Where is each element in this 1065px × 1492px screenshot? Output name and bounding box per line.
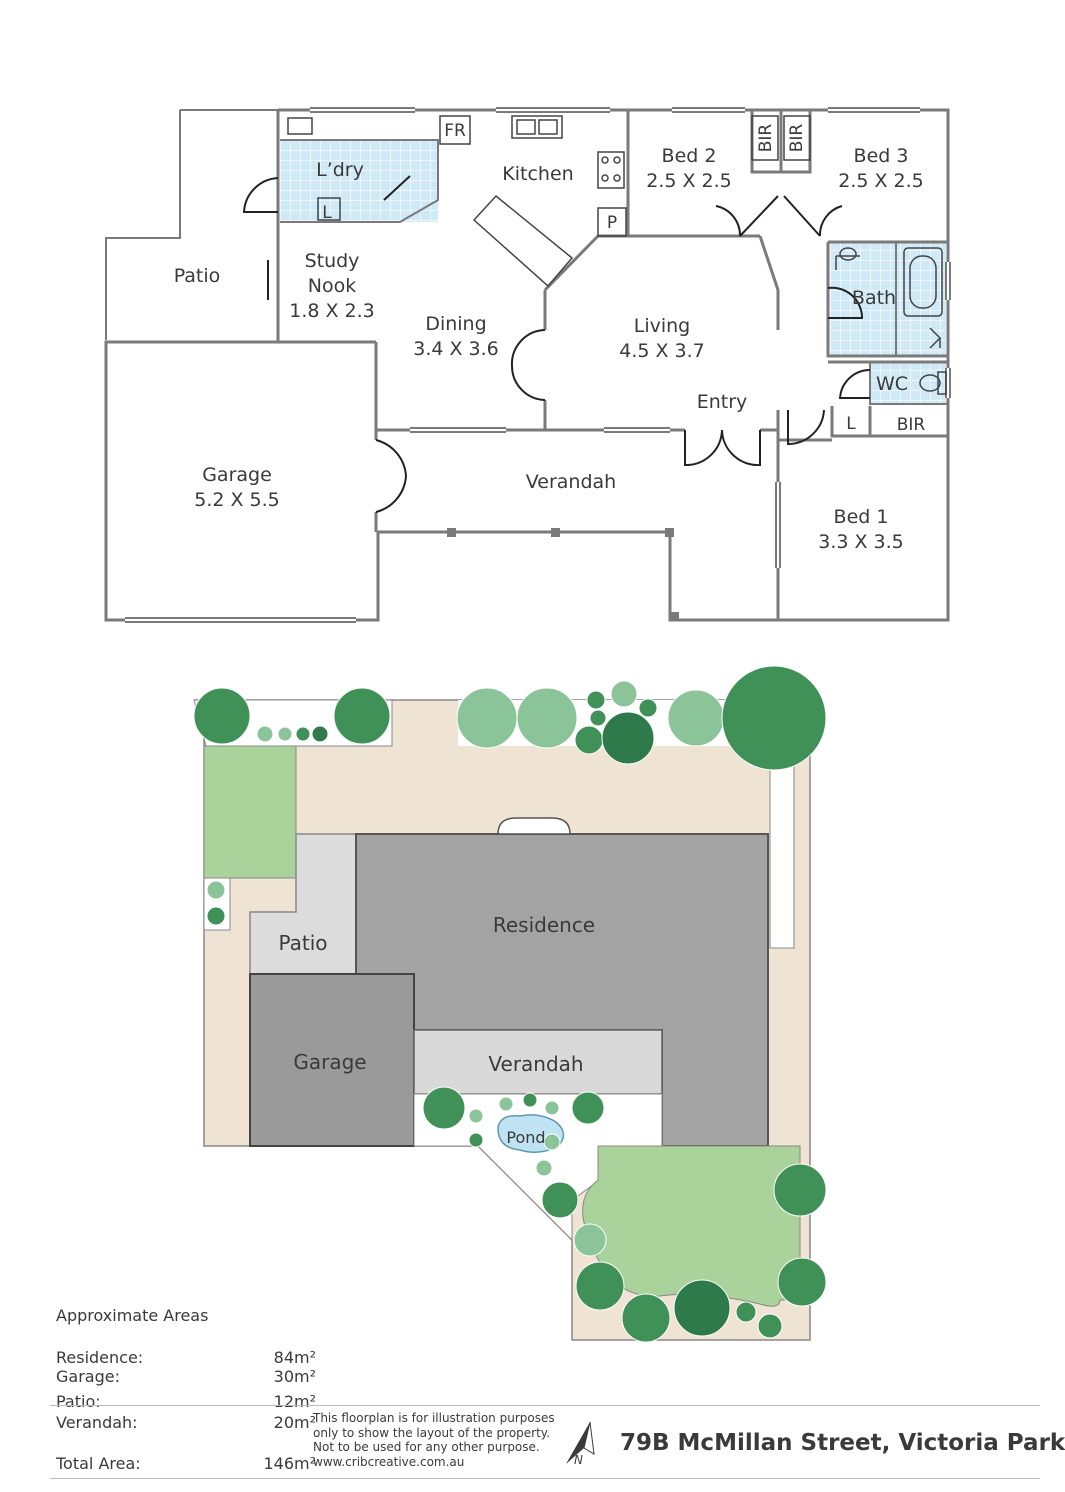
room-label-study: Study xyxy=(305,250,360,272)
trees xyxy=(193,665,827,1343)
room-label-bir-bed2: BIR xyxy=(756,124,776,153)
site-label-garage: Garage xyxy=(293,1050,366,1074)
room-size-study: 1.8 X 2.3 xyxy=(289,300,375,322)
room-label-bed1: Bed 1 xyxy=(834,506,889,528)
area-value: 84m² xyxy=(273,1348,316,1367)
room-label-wc: WC xyxy=(876,373,908,395)
room-label-garage: Garage xyxy=(202,464,272,486)
areas-heading: Approximate Areas xyxy=(56,1306,209,1325)
room-label-patio: Patio xyxy=(174,265,221,287)
room-label-dining: Dining xyxy=(425,313,486,335)
floor-plan: Patio L’dry FR Kitchen P Study Nook 1.8 … xyxy=(104,107,951,623)
area-row-total: Total Area: 146m² xyxy=(56,1453,316,1474)
site-label-pond: Pond xyxy=(506,1128,545,1147)
footer-divider xyxy=(50,1405,1040,1406)
area-row-residence: Residence: 84m² xyxy=(56,1347,316,1368)
area-value: 30m² xyxy=(273,1367,316,1386)
room-label-bir-bed3: BIR xyxy=(787,124,807,153)
approximate-areas: Approximate Areas Residence: 84m² Garage… xyxy=(56,1306,316,1474)
disclaimer-line: This floorplan is for illustration purpo… xyxy=(313,1411,555,1425)
website-link[interactable]: www.cribcreative.com.au xyxy=(313,1454,465,1469)
room-label-linen: L xyxy=(846,414,856,434)
north-arrow-icon: N xyxy=(566,1421,595,1467)
room-label-bed3: Bed 3 xyxy=(854,145,909,167)
area-total-label: Total Area: xyxy=(56,1454,141,1473)
area-label: Residence: xyxy=(56,1348,144,1367)
room-labels: Patio L’dry FR Kitchen P Study Nook 1.8 … xyxy=(174,121,926,553)
laundry-tiles xyxy=(280,140,438,222)
room-size-dining: 3.4 X 3.6 xyxy=(413,338,499,360)
room-label-bed2: Bed 2 xyxy=(662,145,717,167)
property-address: 79B McMillan Street, Victoria Park xyxy=(620,1430,1065,1456)
room-label-kitchen: Kitchen xyxy=(502,163,573,185)
area-row-patio: Patio: 12m² xyxy=(56,1391,316,1412)
room-label-bath: Bath xyxy=(852,287,896,309)
area-label: Garage: xyxy=(56,1367,120,1386)
area-row-garage: Garage: 30m² xyxy=(56,1368,316,1386)
area-row-verandah: Verandah: 20m² xyxy=(56,1412,316,1433)
room-label-pantry: P xyxy=(607,213,617,233)
room-size-garage: 5.2 X 5.5 xyxy=(194,489,280,511)
site-plan: Residence Patio Garage Verandah Pond xyxy=(193,665,827,1343)
room-label-verandah: Verandah xyxy=(526,471,616,493)
room-size-living: 4.5 X 3.7 xyxy=(619,340,705,362)
lawn-front xyxy=(582,1145,801,1307)
north-label: N xyxy=(574,1453,583,1467)
site-label-residence: Residence xyxy=(493,913,595,937)
area-value: 12m² xyxy=(273,1392,316,1411)
room-label-bir-bed1: BIR xyxy=(897,415,926,435)
area-total-value: 146m² xyxy=(263,1454,316,1473)
verandah-posts xyxy=(447,528,679,621)
area-value: 20m² xyxy=(273,1413,316,1432)
room-label-fridge: FR xyxy=(444,121,466,141)
room-label-laundry: L’dry xyxy=(316,159,364,181)
disclaimer: This floorplan is for illustration purpo… xyxy=(313,1411,563,1469)
room-size-bed2: 2.5 X 2.5 xyxy=(646,170,732,192)
footer-divider-bottom xyxy=(50,1478,1040,1479)
room-label-nook: Nook xyxy=(308,275,356,297)
site-label-patio: Patio xyxy=(278,931,327,955)
doors xyxy=(242,175,871,513)
site-label-verandah: Verandah xyxy=(488,1052,583,1076)
area-label: Verandah: xyxy=(56,1413,138,1432)
room-label-living: Living xyxy=(634,315,691,337)
fixtures xyxy=(287,115,947,395)
area-label: Patio: xyxy=(56,1392,101,1411)
room-label-laundry-linen: L xyxy=(322,203,332,223)
wc-tiles xyxy=(870,362,946,404)
room-size-bed1: 3.3 X 3.5 xyxy=(818,531,904,553)
disclaimer-line: Not to be used for any other purpose. xyxy=(313,1440,540,1454)
bath-tiles xyxy=(830,242,946,356)
disclaimer-line: only to show the layout of the property. xyxy=(313,1425,551,1440)
lawn-left xyxy=(203,745,297,879)
room-label-entry: Entry xyxy=(697,391,748,413)
room-size-bed3: 2.5 X 2.5 xyxy=(838,170,924,192)
